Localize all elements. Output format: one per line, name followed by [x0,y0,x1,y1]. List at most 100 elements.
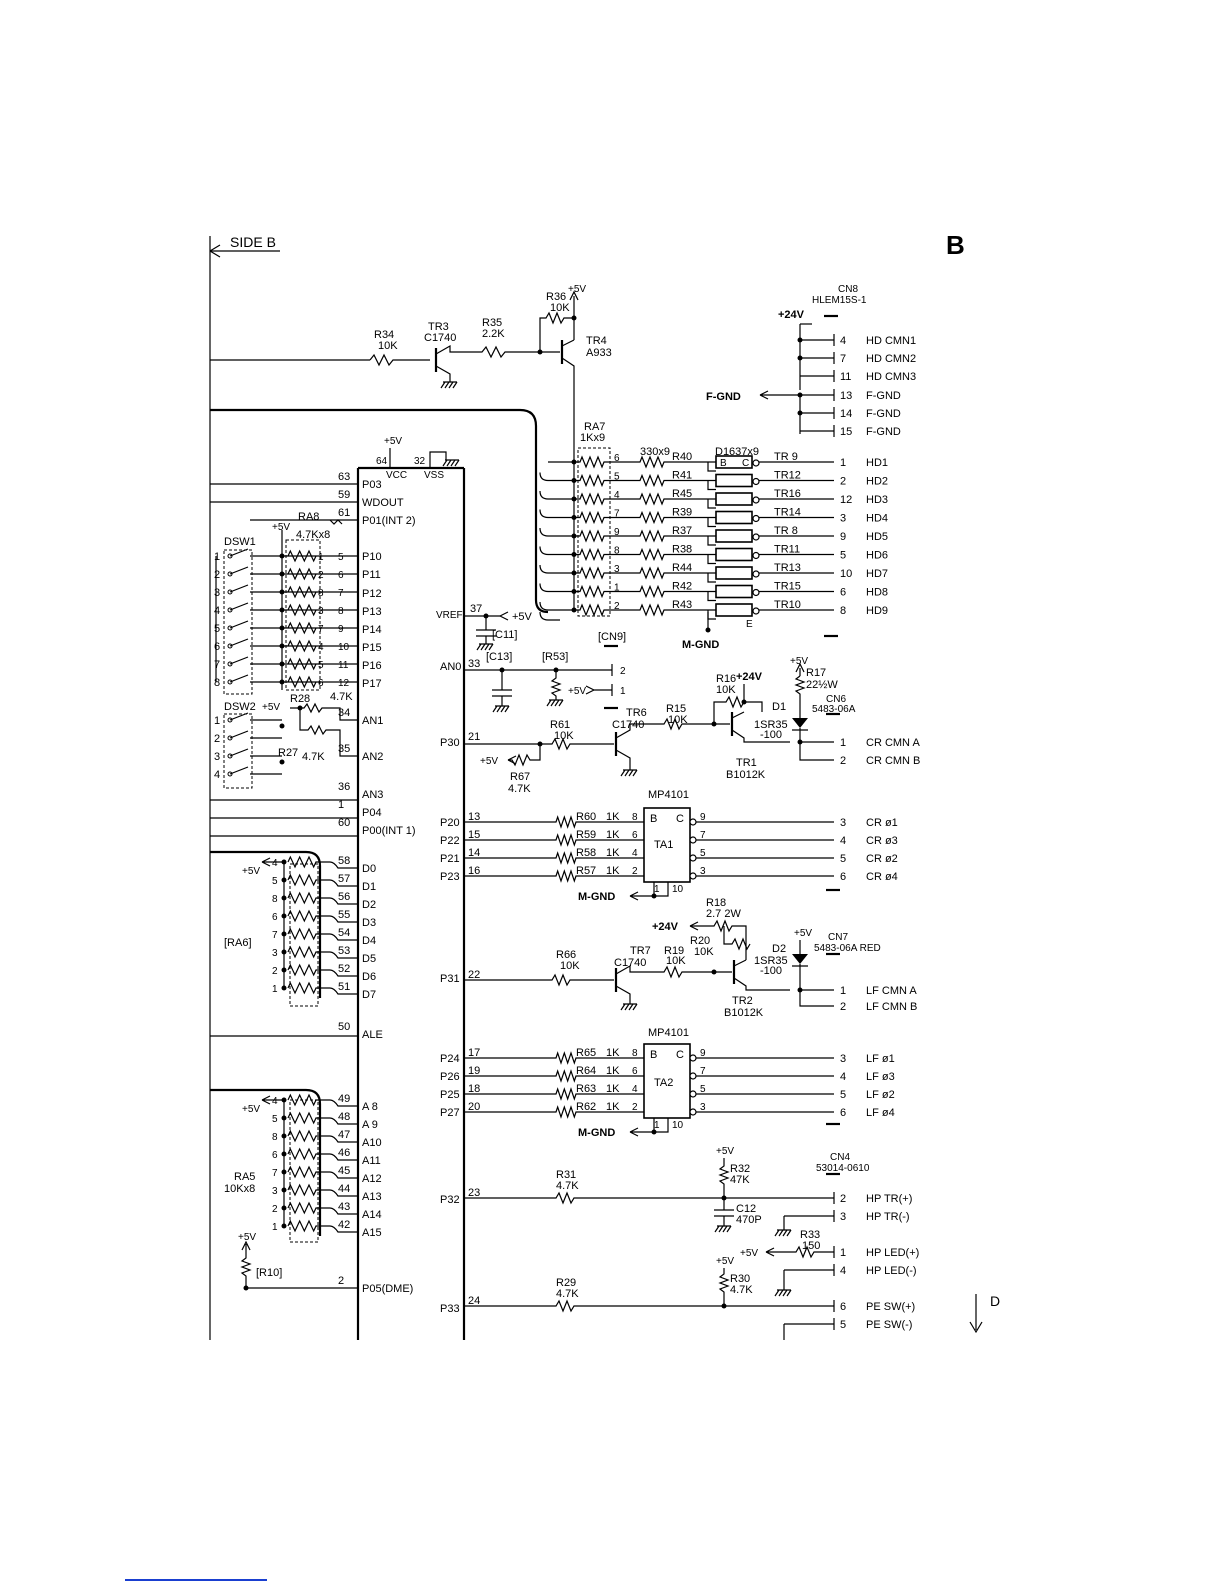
mcu-pin-label: P14 [362,624,382,636]
collector [752,533,760,541]
r28-value: 4.7K [330,691,353,703]
r31-label: R31 [556,1169,576,1181]
driver-output [689,1108,697,1116]
driver-resistor-value: 1K [606,1083,620,1095]
tr3-value: C1740 [424,332,456,344]
ra8-value: 4.7Kx8 [296,529,330,541]
ra7-pin: 8 [614,546,620,557]
connector-pin-number: 2 [840,1001,846,1013]
cn8-pin-label: HD8 [866,587,888,599]
footer-link-underline[interactable] [125,1579,267,1581]
head-resistor: R39 [672,507,692,519]
connector-pin-label: HP TR(-) [866,1211,910,1223]
dsw2-label: DSW2 [224,701,256,713]
mcu-pin-label: P05(DME) [362,1283,413,1295]
an0-pin: 33 [468,658,480,670]
ra5-supply: +5V [242,1104,260,1115]
dsw2-switch-number: 3 [214,751,220,763]
mcu-pin-number: 61 [338,507,350,519]
connector-pin-number: 1 [840,985,846,997]
r32-label: R32 [730,1163,750,1175]
junction [279,625,285,631]
pullup-resistor [287,909,358,923]
emitter-wire [707,573,716,583]
pullup-resistor [287,1201,358,1215]
r61-value: 10K [554,730,574,742]
pullup-resistor [287,585,317,599]
head-transistor [715,492,753,506]
cn8-pin-label: HD CMN1 [866,335,916,347]
pullup-resistor [287,1093,358,1107]
r17-value: 22½W [806,679,838,691]
r53-supply: +5V [568,686,586,697]
driver-resistor-value: 1K [606,829,620,841]
mcu-vss: VSS [424,470,444,481]
ra7-value: 1Kx9 [580,432,605,444]
cn8-pin-number: 15 [840,426,852,438]
mcu-vcc-supply: +5V [384,436,402,447]
connector-pin-number: 4 [840,835,846,847]
mcu-pin-label: D5 [362,953,376,965]
array-pin: 4 [272,1096,278,1107]
cn8-pin-label: HD CMN3 [866,371,916,383]
lf-pin22: 22 [468,969,480,981]
cn8-pin-number: 6 [840,587,846,599]
mcu-port-label: P21 [440,853,460,865]
dsw2-switch-number: 2 [214,733,220,745]
junction [281,895,287,901]
driver-input-pin: 6 [632,830,638,841]
head-row-wire [548,584,716,599]
ra7-label: RA7 [584,421,605,433]
driver-output [689,818,697,826]
pullup-resistor [287,927,358,941]
ra8-right-pin: 9 [338,624,344,635]
hp-pin23: 23 [468,1187,480,1199]
driver-input-pin: 8 [632,1048,638,1059]
cn8-pin-label: F-GND [866,426,901,438]
tr6-value: C1740 [612,719,644,731]
mcu-pin-label: D2 [362,899,376,911]
junction [279,607,285,613]
pullup-resistor [287,549,317,563]
mcu-port-label: P23 [440,871,460,883]
mcu-pin-label: A15 [362,1227,382,1239]
collector [752,588,760,597]
head-transistor [715,510,753,525]
mcu-pin-number: 59 [338,489,350,501]
ta1-name: TA1 [654,839,673,851]
mcu-pin-number: 17 [468,1047,480,1059]
connector-pin-label: LF ø4 [866,1107,895,1119]
pullup-resistor [287,963,358,977]
connector-pin-label: CR CMN A [866,737,920,749]
connector-pin-number: 5 [840,1319,846,1331]
mcu-pin-number: 1 [338,799,344,811]
driver-input-pin: 8 [632,812,638,823]
dsw1-switch-number: 4 [214,605,220,617]
mcu-pin-label: AN2 [362,751,383,763]
junction [279,643,285,649]
cn8-pin-number: 8 [840,605,846,617]
bus-tap [539,472,549,482]
mcu-port-label: P20 [440,817,460,829]
cn8-supply: +24V [778,309,805,321]
d1-value: 1SR35 [754,719,788,731]
mcu-p30: P30 [440,737,460,749]
r53-label: [R53] [542,651,568,663]
mcu-pin-label: D1 [362,881,376,893]
pullup-resistor [287,945,358,959]
dsw2-switch-number: 1 [214,715,220,727]
mcu-pin-number: 51 [338,981,350,993]
ra8-right-pin: 6 [338,570,344,581]
cn8-pin-label: HD CMN2 [866,353,916,365]
driver-resistor-value: 1K [606,811,620,823]
bus-end [539,611,560,621]
driver-resistor-value: 1K [606,1101,620,1113]
mcu-pin-label: P16 [362,660,382,672]
mcu-pin-number: 43 [338,1201,350,1213]
mcu-pin-label: P00(INT 1) [362,825,416,837]
junction [281,985,287,991]
mcu-pin-label: P15 [362,642,382,654]
